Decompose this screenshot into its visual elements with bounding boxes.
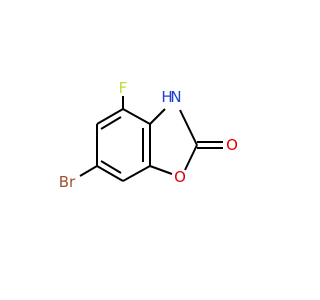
- bond-c6-br: [79, 165, 98, 177]
- ring-oxygen-label: O: [174, 168, 186, 186]
- bond-c7-c6-inner: [100, 160, 122, 174]
- bond-c7a-c7: [122, 165, 151, 182]
- carbonyl-oxygen-label: O: [226, 136, 238, 154]
- fluorine-label: F: [119, 79, 128, 97]
- bond-o-ring-c7a: [149, 165, 173, 175]
- bond-c5-c4-inner: [100, 116, 122, 130]
- bond-c7-c6: [96, 165, 124, 182]
- molecule-structure: F H N O O Br: [59, 79, 238, 191]
- bond-c2-o-ring: [184, 144, 198, 171]
- nitrogen-h-label: H: [161, 88, 172, 106]
- bond-c3a-n: [149, 108, 166, 125]
- bond-c5-c4: [96, 108, 124, 125]
- structure-canvas: F H N O O Br: [59, 79, 238, 191]
- bond-n-c2: [179, 109, 198, 146]
- bond-c4-c3a: [122, 108, 151, 125]
- nitrogen-label: N: [170, 88, 181, 106]
- bromine-label: Br: [59, 173, 76, 191]
